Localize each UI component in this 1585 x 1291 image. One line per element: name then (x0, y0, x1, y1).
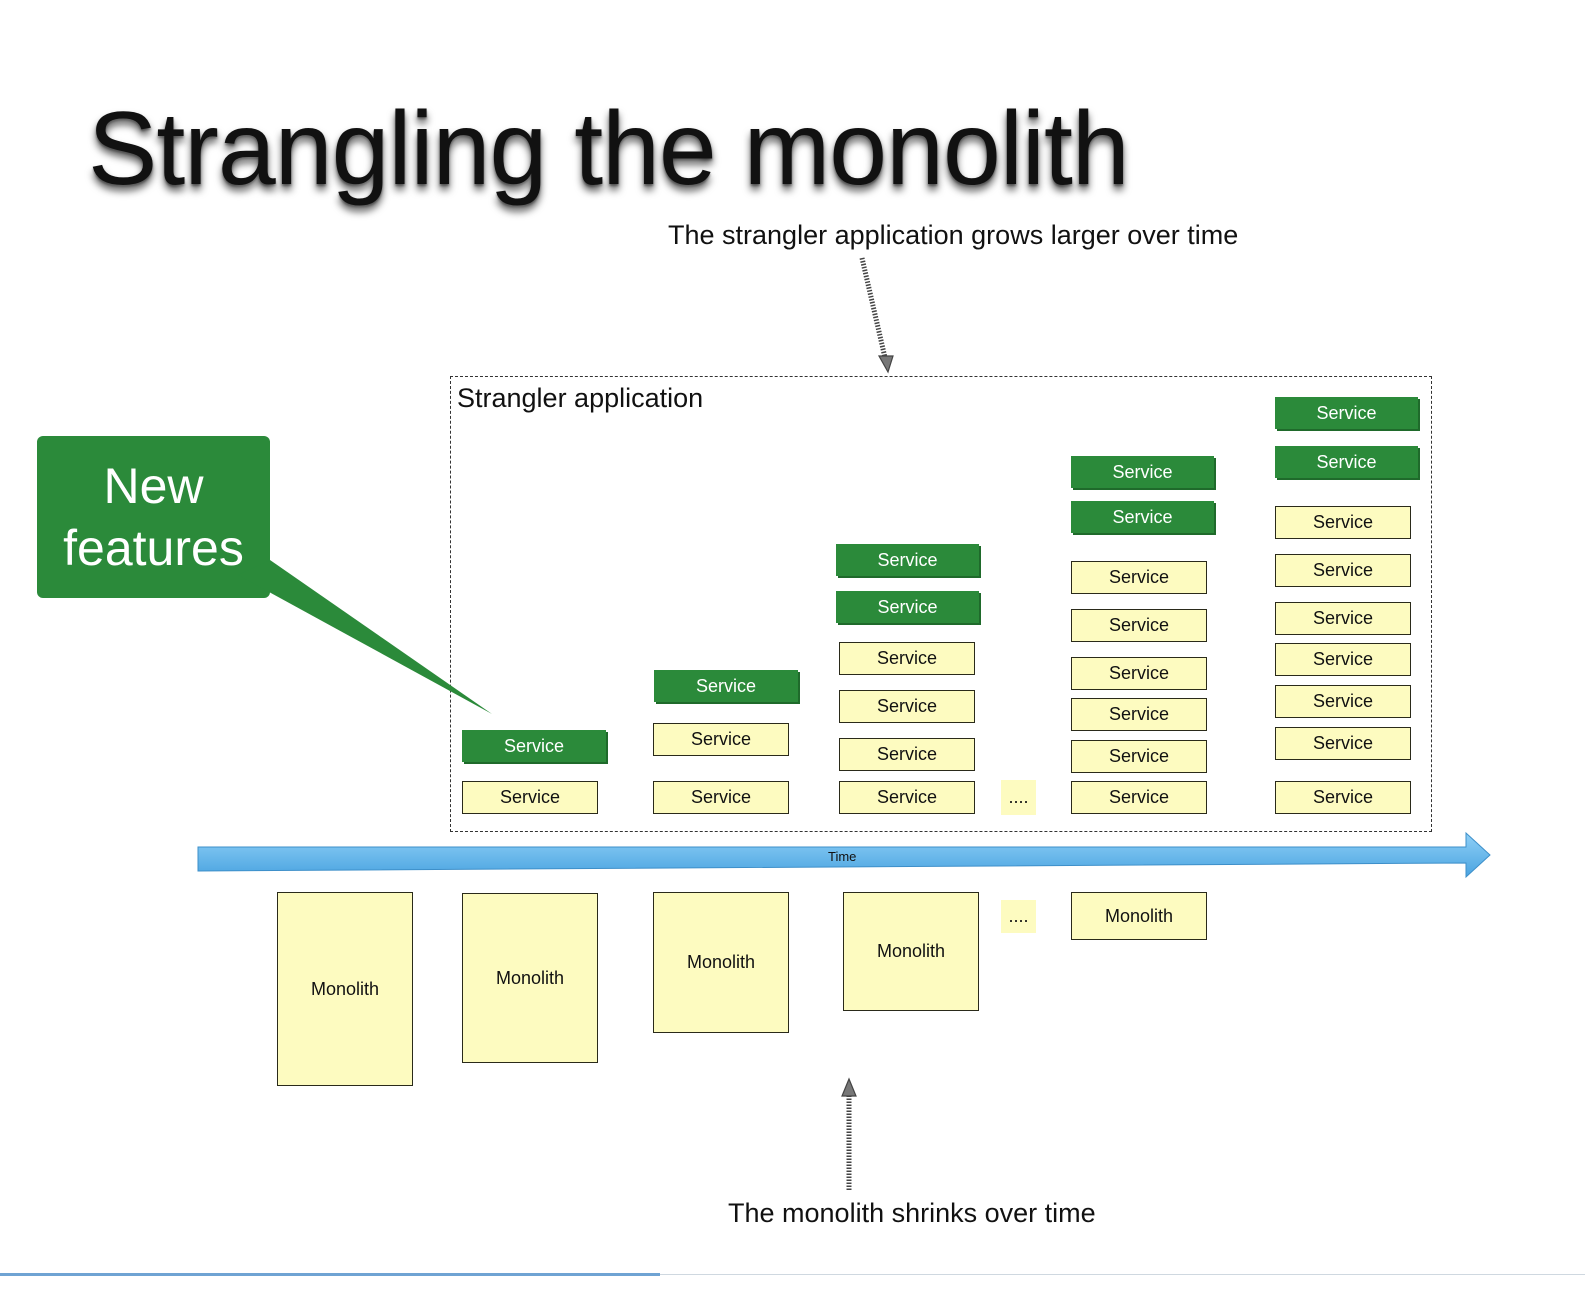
bottom-arrow (841, 1077, 857, 1190)
service: Service (1275, 685, 1411, 718)
service-new: Service (1275, 397, 1418, 429)
service: Service (839, 690, 975, 723)
service: Service (1275, 554, 1411, 587)
service: Service (1071, 698, 1207, 731)
service: Service (653, 781, 789, 814)
service: Service (839, 738, 975, 771)
service: Service (839, 642, 975, 675)
service-new: Service (1071, 456, 1214, 488)
service: Service (1275, 643, 1411, 676)
service: Service (1275, 506, 1411, 539)
monolith: Monolith (843, 892, 979, 1011)
time-label: Time (828, 849, 857, 864)
service: Service (462, 781, 598, 814)
callout-line-2: features (63, 520, 244, 576)
new-features-callout: New features (37, 436, 270, 598)
bottom-caption: The monolith shrinks over time (728, 1198, 1096, 1228)
time-arrow (197, 831, 1491, 879)
service: Service (1275, 602, 1411, 635)
service: Service (1275, 727, 1411, 760)
top-caption: The strangler application grows larger o… (668, 220, 1239, 250)
service-new: Service (462, 730, 606, 762)
service-new: Service (836, 591, 979, 623)
service-new: Service (654, 670, 798, 702)
monolith: Monolith (1071, 892, 1207, 940)
ellipsis-monoliths: .... (1001, 900, 1036, 933)
service-new: Service (1275, 446, 1418, 478)
service: Service (1071, 740, 1207, 773)
monolith: Monolith (653, 892, 789, 1033)
service: Service (1071, 781, 1207, 814)
service-new: Service (1071, 501, 1214, 533)
progress-bar (0, 1273, 660, 1276)
strangler-application-box: Strangler application (450, 376, 1432, 832)
service: Service (653, 723, 789, 756)
strangler-application-label: Strangler application (457, 383, 704, 413)
service: Service (1071, 657, 1207, 690)
monolith: Monolith (277, 892, 413, 1086)
service: Service (1275, 781, 1411, 814)
ellipsis-services: .... (1001, 780, 1036, 815)
callout-line-1: New (103, 458, 204, 514)
service: Service (1071, 609, 1207, 642)
service: Service (1071, 561, 1207, 594)
monolith: Monolith (462, 893, 598, 1063)
service: Service (839, 781, 975, 814)
progress-track (660, 1274, 1585, 1275)
top-arrow (859, 257, 894, 374)
slide-title: Strangling the monolith (88, 91, 1130, 207)
callout-pointer (238, 560, 492, 714)
service-new: Service (836, 544, 979, 576)
